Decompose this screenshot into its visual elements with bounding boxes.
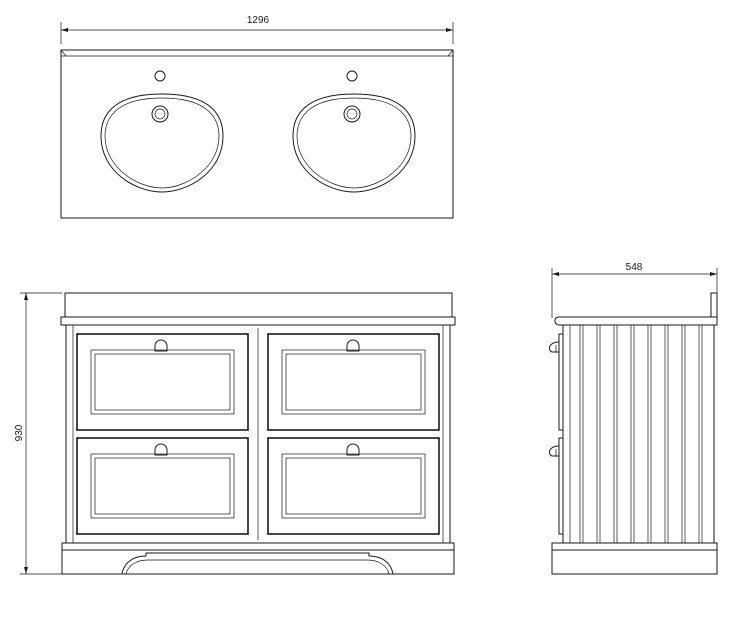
side-handle-icon [548,341,560,353]
side-drawer-front-bottom [558,437,564,535]
width-label: 1296 [247,15,270,26]
countertop-top-outline [60,49,454,219]
depth-label: 548 [626,262,643,273]
drawer-bottom-left [76,437,249,535]
height-label: 930 [14,424,25,441]
countertop-front-backsplash [64,292,453,318]
plinth-base [61,550,455,575]
right-tap-hole [346,70,358,82]
side-panel [562,324,715,544]
drawer-handle-icon [346,339,360,352]
drawer-handle-icon [154,443,168,456]
right-basin [292,70,416,193]
side-drawer-front-top [558,333,564,431]
height-dimension: 930 [14,292,62,575]
drawer-handle-icon [154,339,168,352]
width-dimension: 1296 [60,15,454,44]
drawer-handle-icon [346,443,360,456]
side-handle-icon [548,445,560,457]
drawer-bottom-right [267,437,440,535]
left-tap-hole [154,70,166,82]
depth-dimension: 548 [551,262,718,318]
side-plinth-band [551,542,718,551]
plinth-band [61,542,455,551]
side-panel-boards [579,325,703,543]
drawer-top-right [267,333,440,431]
top-view: 1296 [60,15,454,219]
side-view: 548 [548,262,718,575]
side-plinth-base [551,549,718,575]
side-countertop [554,316,718,326]
front-view: 930 [14,292,456,575]
left-drain-icon [151,105,169,123]
countertop-front-lip [60,316,456,326]
plinth-cutout [121,552,394,575]
drawer-top-left [76,333,249,431]
left-basin [100,70,224,193]
right-drain-icon [343,105,361,123]
side-backsplash [710,292,718,318]
